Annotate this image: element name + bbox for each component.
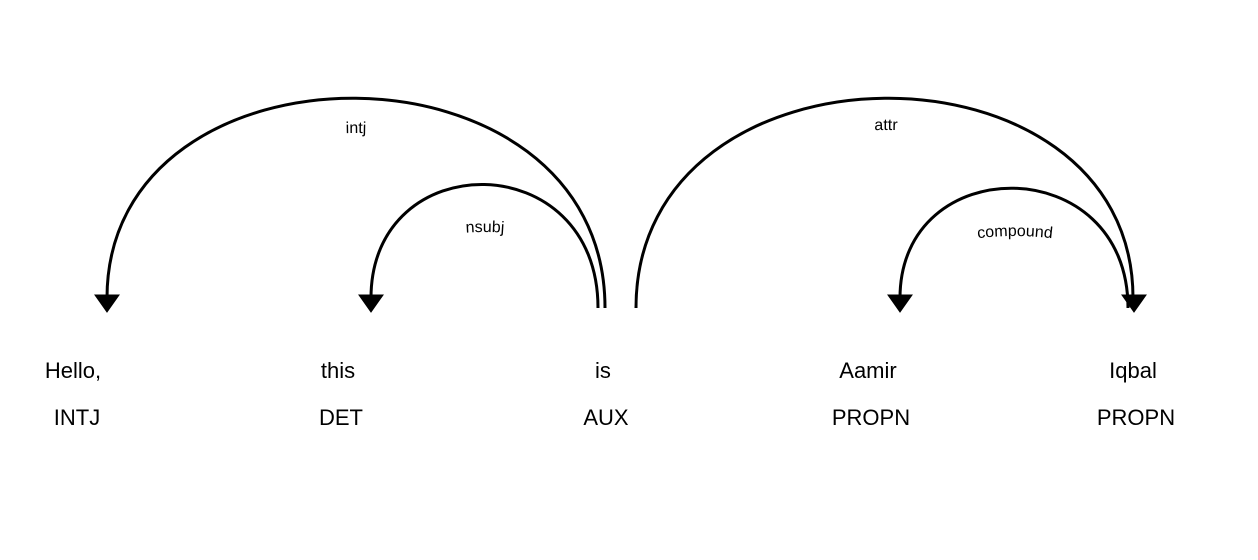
word-tag: INTJ [54, 405, 100, 430]
word-tag: AUX [583, 405, 629, 430]
arrowhead-nsubj [358, 294, 384, 313]
word-tag: DET [319, 405, 363, 430]
arc-label-intj: intj [345, 120, 366, 137]
arc-compound [898, 186, 1130, 309]
word-text: Aamir [839, 358, 896, 383]
word-text: this [321, 358, 355, 383]
arc-intj [105, 96, 607, 309]
arc-label-nsubj: nsubj [465, 219, 505, 237]
arc-label-compound: compound [976, 223, 1053, 242]
arc-label-attr: attr [874, 117, 898, 134]
word-text: is [595, 358, 611, 383]
arrowhead-intj [94, 294, 120, 313]
word-text: Hello, [45, 358, 101, 383]
arc-attr [634, 96, 1135, 309]
word-tag: PROPN [1097, 405, 1175, 430]
word-text: Iqbal [1109, 358, 1157, 383]
word-tag: PROPN [832, 405, 910, 430]
arrowhead-compound [887, 294, 913, 313]
arc-nsubj [369, 183, 600, 309]
arrowhead-attr [1121, 294, 1147, 313]
